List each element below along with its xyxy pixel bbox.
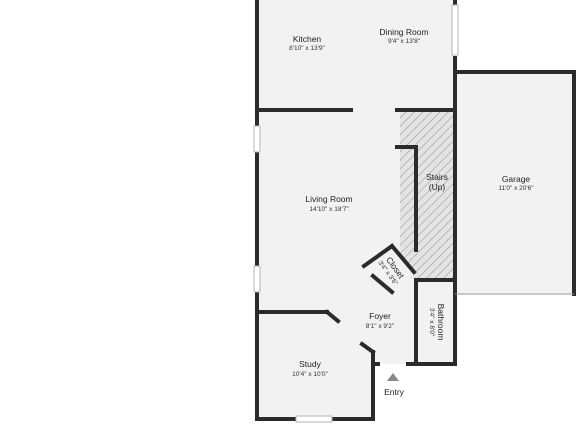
window-dining: [451, 4, 459, 56]
window-left-lower: [253, 265, 261, 293]
bathroom-name: Bathroom: [436, 304, 446, 341]
dining-dims: 9'4" x 13'8": [388, 38, 421, 45]
room-labels: Kitchen 8'10" x 13'9" Dining Room 9'4" x…: [289, 27, 534, 397]
living-dims: 14'10" x 18'7": [309, 206, 349, 213]
kitchen-dims: 8'10" x 13'9": [289, 45, 325, 52]
garage-dims: 11'0" x 20'6": [498, 185, 534, 192]
walls: [255, 0, 576, 421]
living-name: Living Room: [305, 194, 352, 204]
entry-label: Entry: [384, 387, 405, 397]
study-dims: 10'4" x 10'0": [292, 371, 328, 378]
entry-arrow-icon: [387, 373, 399, 381]
stairs-hatch: [400, 112, 455, 278]
stairs-name-line2: (Up): [429, 182, 446, 192]
window-left-upper: [253, 125, 261, 153]
study-floor: [257, 312, 373, 419]
study-name: Study: [299, 359, 321, 369]
kitchen-name: Kitchen: [293, 34, 322, 44]
bathroom-dims: 3'4" x 8'0": [428, 308, 435, 337]
bathroom-floor: [418, 282, 455, 364]
foyer-name: Foyer: [369, 311, 391, 321]
floor-fills: [257, 0, 574, 419]
stairs-name-line1: Stairs: [426, 172, 448, 182]
garage-floor: [457, 72, 574, 294]
dining-name: Dining Room: [379, 27, 428, 37]
garage-name: Garage: [502, 174, 531, 184]
foyer-dims: 8'1" x 9'2": [366, 323, 395, 330]
window-study: [295, 415, 333, 423]
windows: [253, 4, 574, 423]
